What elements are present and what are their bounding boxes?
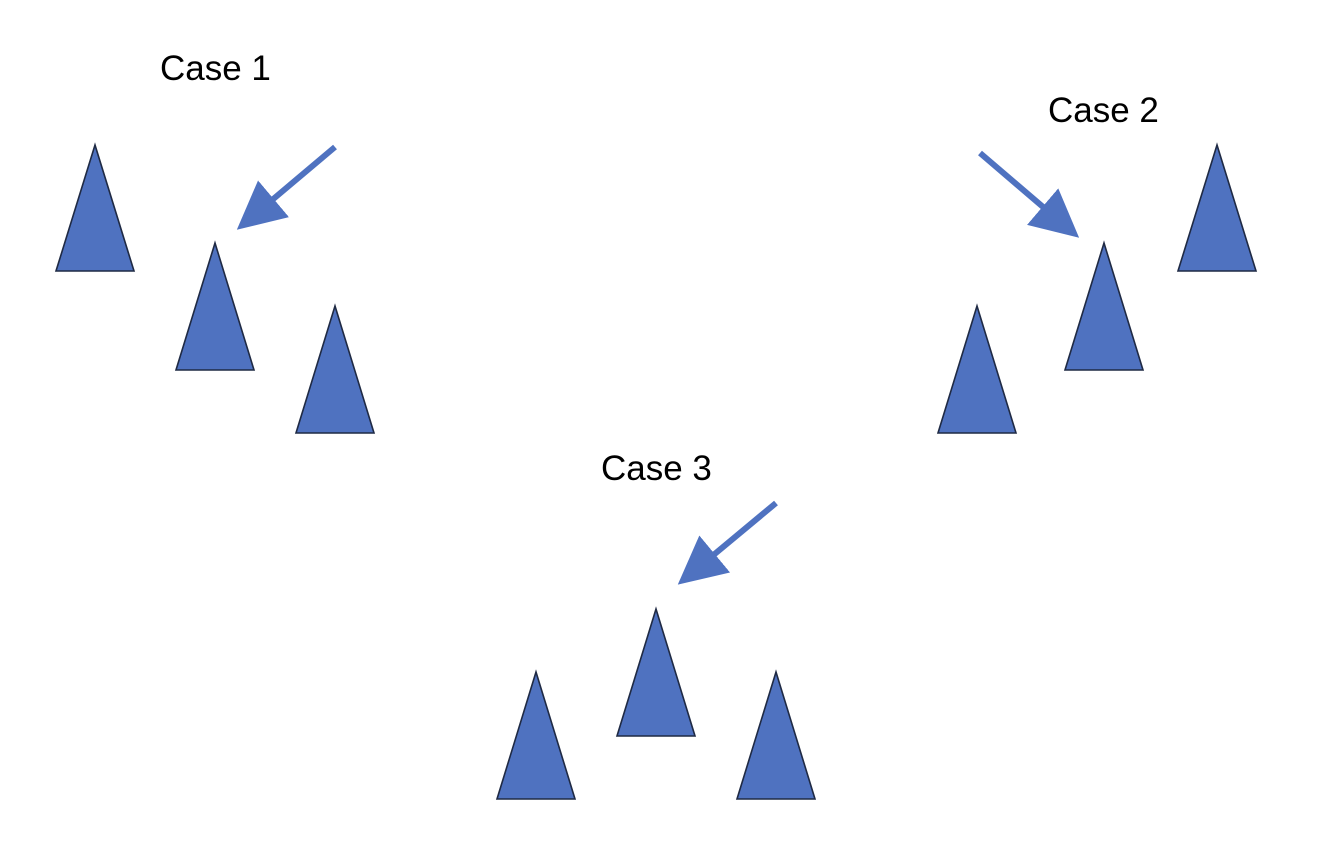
case-1-arrow (236, 144, 337, 230)
case-3-triangle-right (735, 669, 817, 800)
case-2-triangle-left (936, 303, 1018, 434)
case-2-group: Case 2 (936, 91, 1258, 434)
case-1-triangle-middle (174, 240, 256, 371)
case-3-triangle-middle (615, 606, 697, 737)
case-2-arrow (978, 150, 1080, 238)
case-3-triangle-left (495, 669, 577, 800)
case-2-label: Case 2 (1048, 91, 1159, 130)
case-1-label: Case 1 (160, 49, 271, 88)
case-1-group: Case 1 (54, 49, 376, 434)
case-1-triangle-left (54, 142, 136, 272)
case-2-triangle-right (1176, 142, 1258, 272)
case-1-triangle-right (294, 303, 376, 434)
case-2-triangle-middle (1063, 240, 1145, 371)
case-3-arrow (677, 500, 778, 585)
case-3-group: Case 3 (495, 449, 817, 800)
case-3-label: Case 3 (601, 449, 712, 488)
